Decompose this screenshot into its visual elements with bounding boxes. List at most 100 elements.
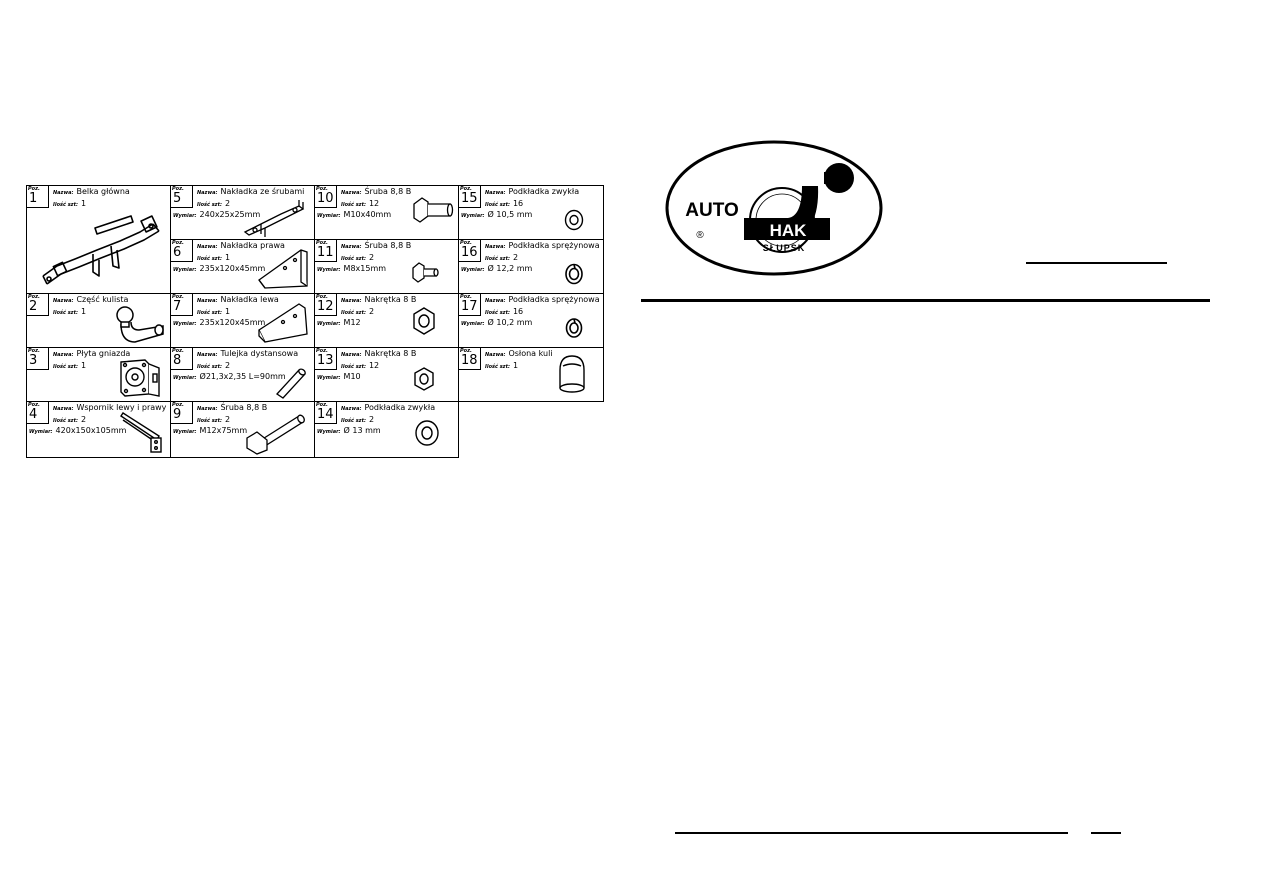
part-name: Belka główna xyxy=(76,187,130,196)
poz-box: Poz. 9 xyxy=(171,402,193,424)
qty-label: Ilość szt: xyxy=(53,418,78,424)
part-dim: 235x120x45mm xyxy=(199,318,266,327)
part-qty: 1 xyxy=(80,307,87,316)
poz-label: Poz. xyxy=(172,240,184,246)
part-cell-15: Poz. 15 Nazwa:Podkładka zwykła Ilość szt… xyxy=(458,185,604,240)
part-name: Nakrętka 8 B xyxy=(364,295,417,304)
poz-label: Poz. xyxy=(316,240,328,246)
flat-washer-icon xyxy=(564,209,584,231)
poz-label: Poz. xyxy=(172,186,184,192)
poz-label: Poz. xyxy=(172,348,184,354)
qty-label: Ilość szt: xyxy=(341,202,366,208)
part-cell-5: Poz. 5 Nazwa:Nakładka ze śrubami Ilość s… xyxy=(170,185,315,240)
poz-box: Poz. 6 xyxy=(171,240,193,262)
name-label: Nazwa: xyxy=(485,244,506,250)
part-name: Wspornik lewy i prawy xyxy=(76,403,167,412)
part-qty: 1 xyxy=(80,199,87,208)
dim-label: Wymiar: xyxy=(317,321,341,327)
part-qty: 16 xyxy=(512,199,524,208)
part-cell-12: Poz. 12 Nazwa:Nakrętka 8 B Ilość szt:2 W… xyxy=(314,293,459,348)
dim-label: Wymiar: xyxy=(317,267,341,273)
part-name: Nakrętka 8 B xyxy=(364,349,417,358)
flat-washer-icon xyxy=(415,420,439,446)
ball-cover-icon xyxy=(559,355,585,393)
qty-label: Ilość szt: xyxy=(53,202,78,208)
name-label: Nazwa: xyxy=(341,244,362,250)
name-label: Nazwa: xyxy=(197,298,218,304)
qty-label: Ilość szt: xyxy=(197,310,222,316)
name-label: Nazwa: xyxy=(197,244,218,250)
part-cell-11: Poz. 11 Nazwa:Śruba 8,8 B Ilość szt:2 Wy… xyxy=(314,239,459,294)
tow-ball-icon xyxy=(116,306,164,343)
qty-label: Ilość szt: xyxy=(341,364,366,370)
poz-label: Poz. xyxy=(460,186,472,192)
part-qty: 2 xyxy=(368,415,375,424)
part-dim: Ø 12,2 mm xyxy=(487,264,533,273)
poz-label: Poz. xyxy=(28,402,40,408)
part-dim: M8x15mm xyxy=(343,264,387,273)
poz-label: Poz. xyxy=(172,402,184,408)
part-number: 5 xyxy=(173,191,182,206)
poz-box: Poz. 7 xyxy=(171,294,193,316)
part-name: Śruba 8,8 B xyxy=(364,241,412,250)
qty-label: Ilość szt: xyxy=(485,310,510,316)
part-name: Nakładka ze śrubami xyxy=(220,187,305,196)
dim-label: Wymiar: xyxy=(173,321,197,327)
poz-label: Poz. xyxy=(316,294,328,300)
footer-line xyxy=(675,832,1068,834)
part-number: 3 xyxy=(29,353,38,368)
poz-box: Poz. 12 xyxy=(315,294,337,316)
part-dim: Ø 10,5 mm xyxy=(487,210,533,219)
part-dim: M12 xyxy=(343,318,361,327)
part-qty: 2 xyxy=(224,361,231,370)
part-cell-18: Poz. 18 Nazwa:Osłona kuli Ilość szt:1 xyxy=(458,347,604,402)
part-number: 9 xyxy=(173,407,182,422)
dim-label: Wymiar: xyxy=(317,213,341,219)
poz-box: Poz. 16 xyxy=(459,240,481,262)
poz-box: Poz. 10 xyxy=(315,186,337,208)
part-qty: 1 xyxy=(80,361,87,370)
part-number: 1 xyxy=(29,191,38,206)
poz-box: Poz. 2 xyxy=(27,294,49,316)
part-qty: 1 xyxy=(224,253,231,262)
part-qty: 2 xyxy=(80,415,87,424)
dim-label: Wymiar: xyxy=(173,429,197,435)
qty-label: Ilość szt: xyxy=(197,202,222,208)
part-name: Nakładka prawa xyxy=(220,241,285,250)
part-number: 16 xyxy=(461,245,478,260)
part-name: Część kulista xyxy=(76,295,129,304)
bolt-icon xyxy=(413,197,454,223)
poz-label: Poz. xyxy=(460,240,472,246)
bracket-icon xyxy=(120,412,162,453)
part-qty: 12 xyxy=(368,199,380,208)
poz-box: Poz. 17 xyxy=(459,294,481,316)
poz-label: Poz. xyxy=(172,294,184,300)
poz-label: Poz. xyxy=(28,294,40,300)
part-name: Nakładka lewa xyxy=(220,295,279,304)
part-name: Płyta gniazda xyxy=(76,349,131,358)
name-label: Nazwa: xyxy=(485,298,506,304)
header-rule xyxy=(641,299,1210,302)
poz-box: Poz. 8 xyxy=(171,348,193,370)
part-cell-7: Poz. 7 Nazwa:Nakładka lewa Ilość szt:1 W… xyxy=(170,293,315,348)
qty-label: Ilość szt: xyxy=(341,256,366,262)
part-cell-6: Poz. 6 Nazwa:Nakładka prawa Ilość szt:1 … xyxy=(170,239,315,294)
part-number: 7 xyxy=(173,299,182,314)
hook-ball-icon xyxy=(824,163,854,193)
qty-label: Ilość szt: xyxy=(197,418,222,424)
part-cell-10: Poz. 10 Nazwa:Śruba 8,8 B Ilość szt:12 W… xyxy=(314,185,459,240)
nut-icon xyxy=(413,307,435,335)
part-number: 4 xyxy=(29,407,38,422)
poz-label: Poz. xyxy=(316,186,328,192)
part-dim: M10x40mm xyxy=(343,210,392,219)
name-label: Nazwa: xyxy=(197,406,218,412)
qty-label: Ilość szt: xyxy=(341,310,366,316)
name-label: Nazwa: xyxy=(485,190,506,196)
part-dim: M12x75mm xyxy=(199,426,248,435)
qty-label: Ilość szt: xyxy=(485,256,510,262)
poz-label: Poz. xyxy=(460,294,472,300)
logo-hak-text: HAK xyxy=(770,221,808,240)
part-cell-4: Poz. 4 Nazwa:Wspornik lewy i prawy Ilość… xyxy=(26,401,171,458)
poz-box: Poz. 4 xyxy=(27,402,49,424)
part-qty: 1 xyxy=(224,307,231,316)
